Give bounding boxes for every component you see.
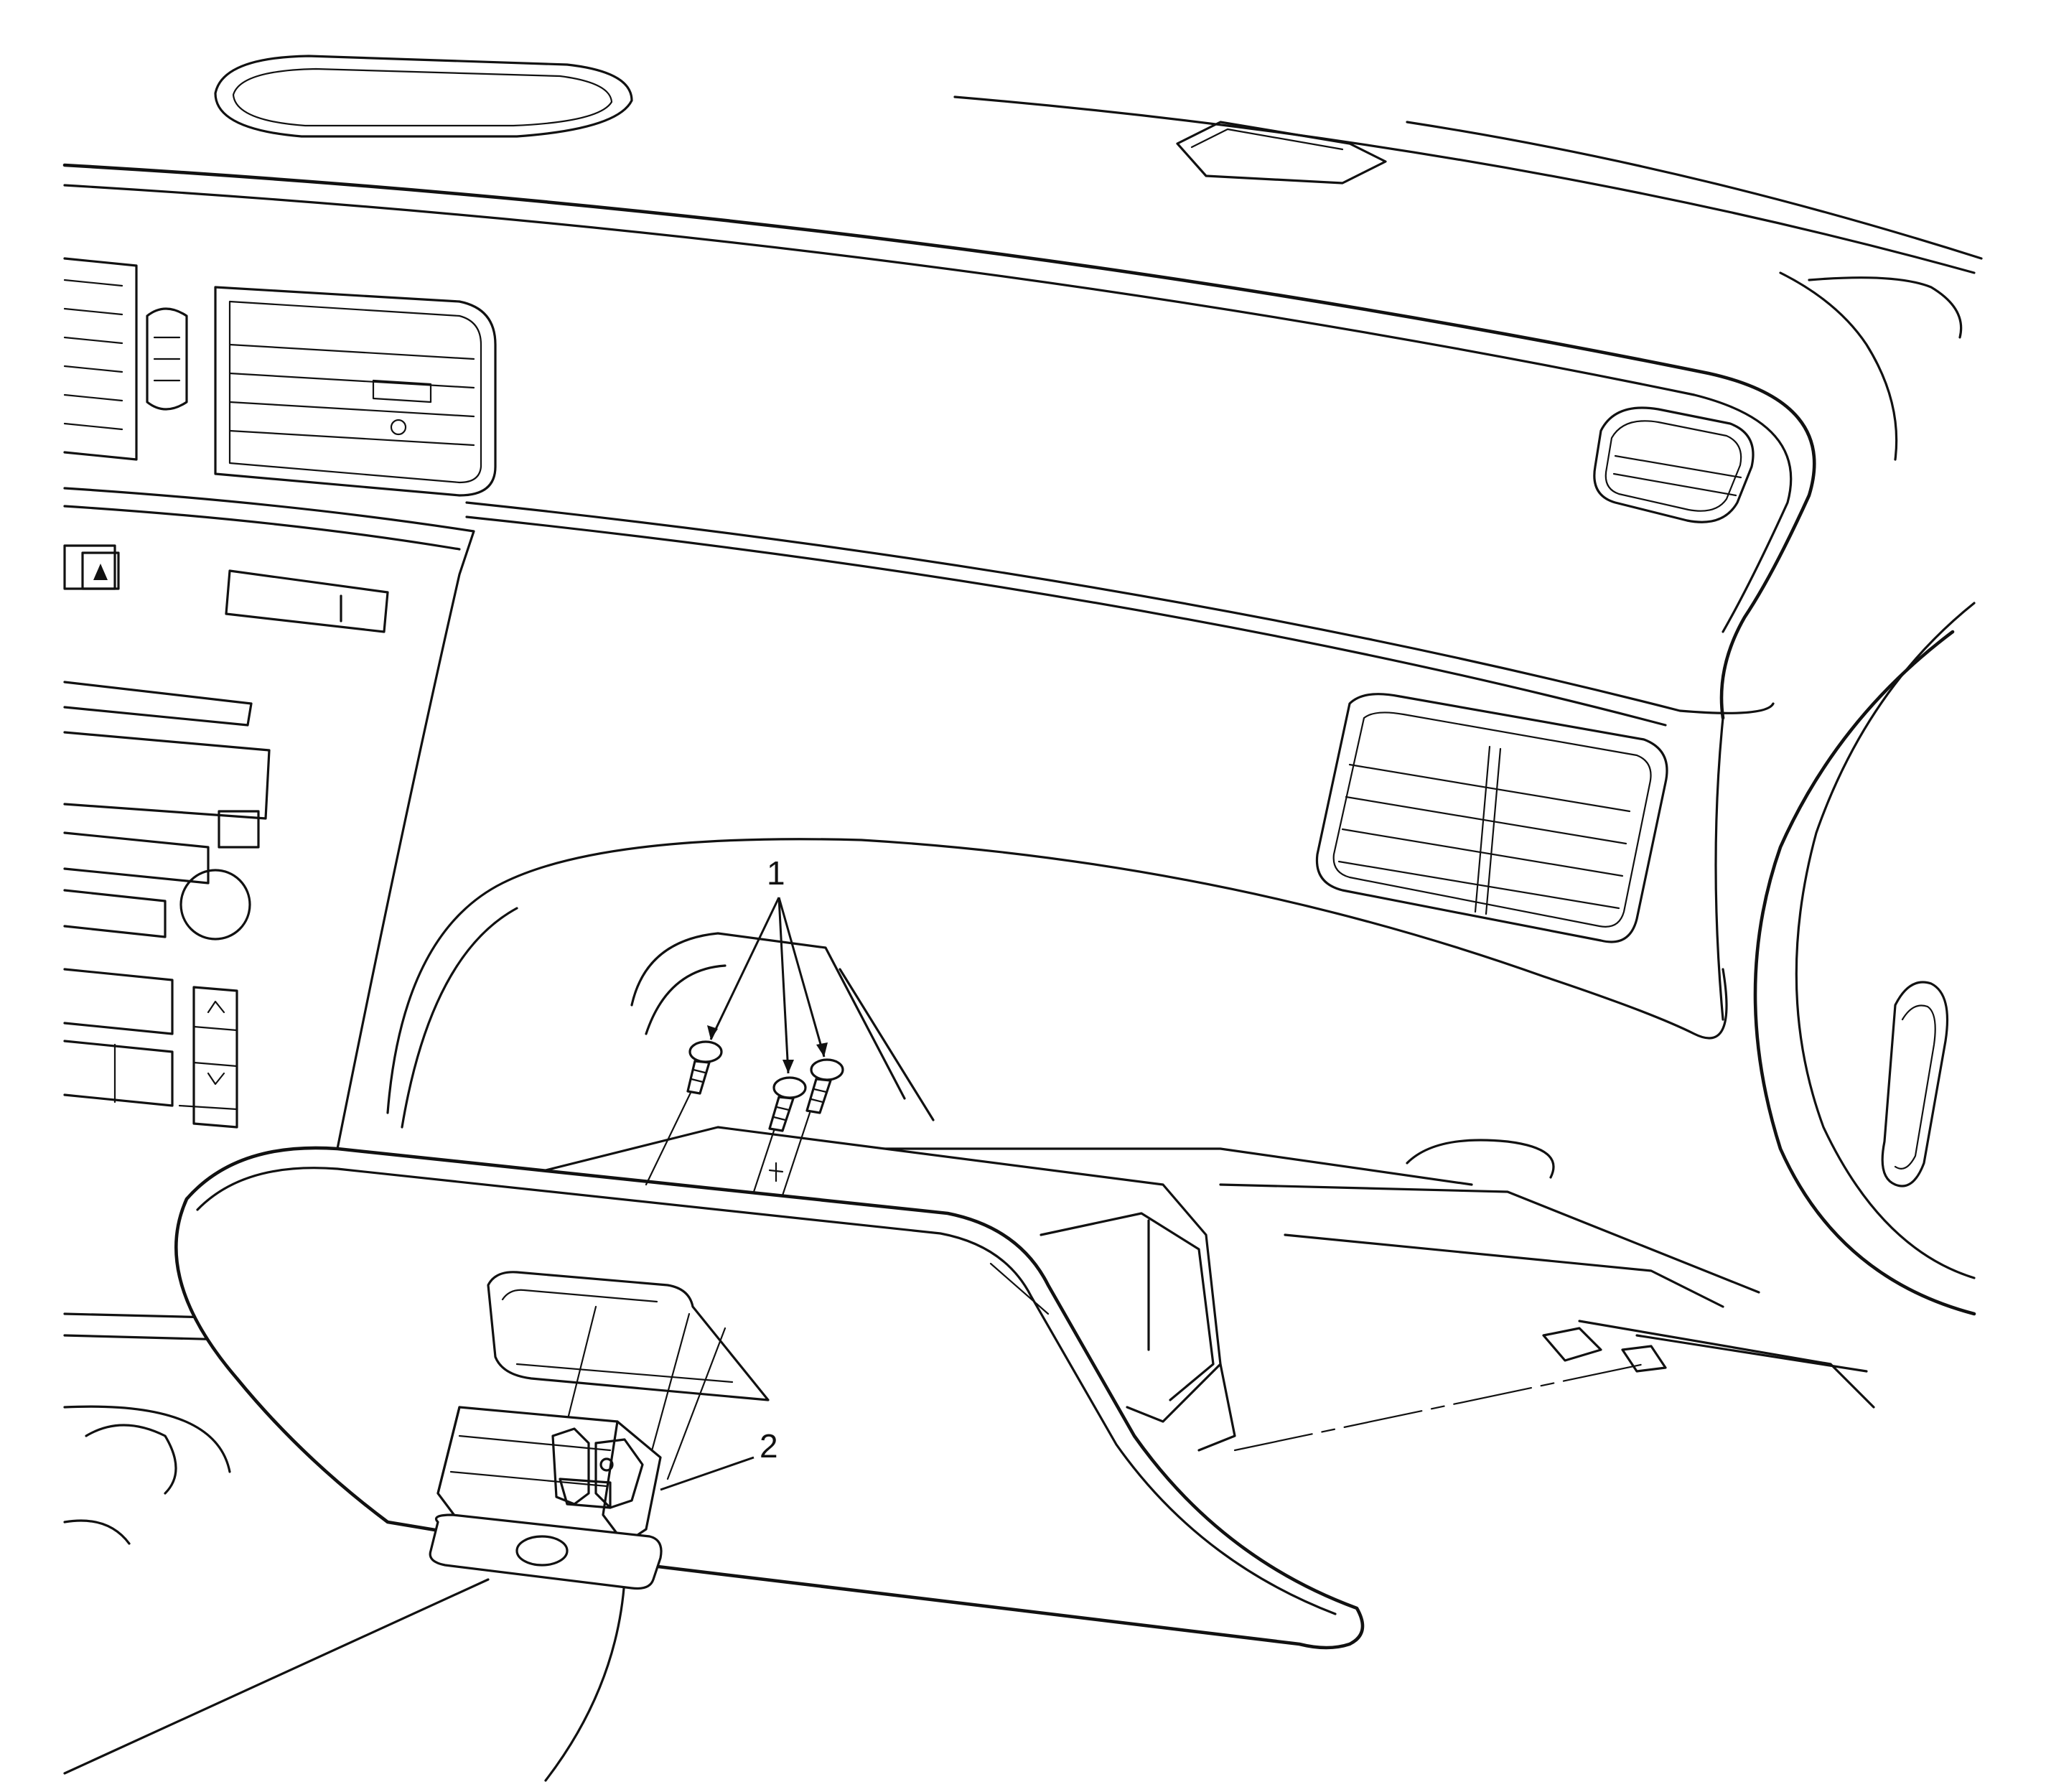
instrument-panel-top [62, 55, 1983, 720]
screw-2 [768, 1076, 807, 1132]
center-air-vent [63, 257, 497, 497]
callout-2: 2 [660, 1427, 778, 1491]
glove-box-latch [429, 1406, 663, 1590]
glove-box-door [174, 1126, 1365, 1650]
callout-1-label: 1 [767, 854, 785, 892]
center-stack [63, 487, 475, 1150]
screw-1 [686, 1040, 723, 1095]
striker-alignment-line [1233, 1363, 1645, 1452]
side-air-vent [1593, 406, 1755, 523]
callout-1: 1 [707, 854, 828, 1074]
glove-box-screws [645, 1040, 844, 1197]
screw-3 [805, 1058, 844, 1114]
passenger-air-vent [1315, 693, 1668, 943]
passenger-dash-panel [386, 501, 1976, 1316]
callout-2-label: 2 [760, 1427, 778, 1465]
